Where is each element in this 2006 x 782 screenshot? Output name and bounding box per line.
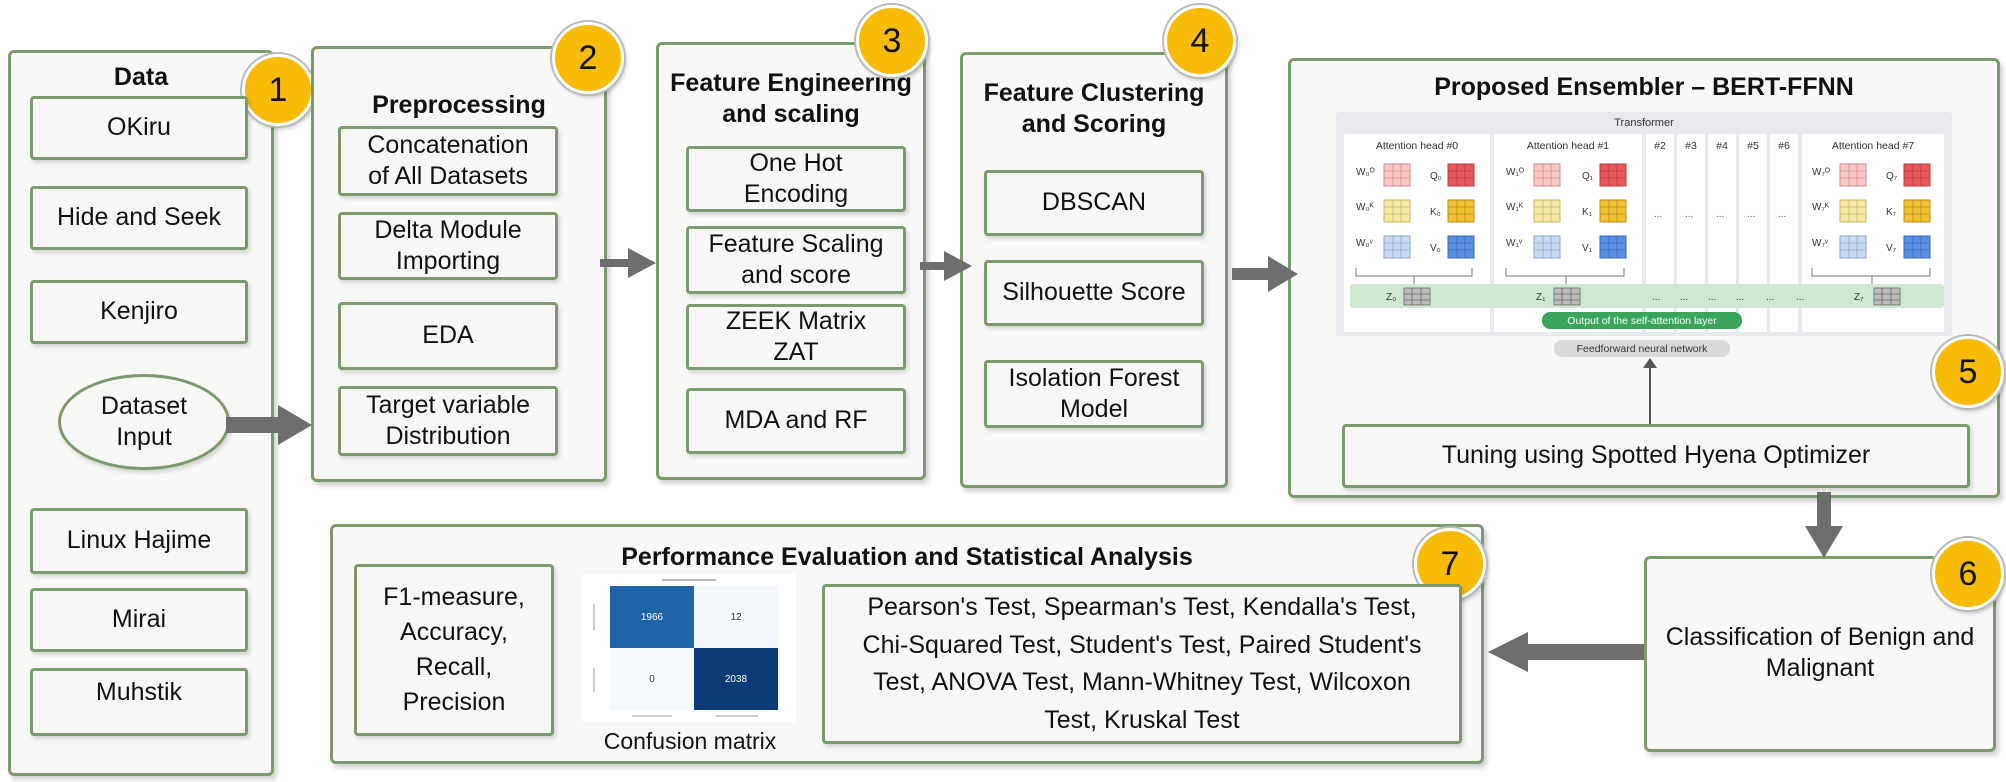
svg-text:W₀ᴷ: W₀ᴷ	[1356, 202, 1375, 213]
svg-text:W₀ᴼ: W₀ᴼ	[1356, 167, 1375, 178]
svg-text:Q₁: Q₁	[1582, 171, 1594, 182]
evaluation-title: Performance Evaluation and Statistical A…	[621, 543, 1193, 571]
preprocessing-item-target-distribution: Target variable Distribution	[338, 386, 558, 456]
svg-text:W₁ᵛ: W₁ᵛ	[1506, 238, 1523, 249]
attention-head-4-label: #4	[1716, 140, 1728, 152]
svg-text:K₇: K₇	[1886, 207, 1897, 218]
data-title: Data	[113, 63, 169, 91]
svg-text:...: ...	[1736, 292, 1744, 303]
svg-text:...: ...	[1654, 209, 1662, 220]
svg-text:W₇ᴷ: W₇ᴷ	[1812, 202, 1830, 213]
feature-engineering-title: Feature Engineering and scaling	[670, 69, 912, 129]
svg-text:Z₀: Z₀	[1386, 292, 1396, 303]
preprocessing-title: Preprocessing	[372, 91, 546, 119]
feature-clustering-title: Feature Clustering and Scoring	[983, 79, 1205, 139]
attention-head-0-label: Attention head #0	[1376, 140, 1458, 152]
arrow-data-to-preprocessing	[226, 405, 312, 445]
attention-head-1-label: Attention head #1	[1527, 140, 1609, 152]
attention-head-3-label: #3	[1685, 140, 1697, 152]
svg-text:V₁: V₁	[1582, 243, 1593, 254]
self-attention-output-label: Output of the self-attention layer	[1567, 315, 1717, 327]
fe-item-feature-scaling: Feature Scaling and score	[686, 226, 906, 294]
step-2-badge: 2	[552, 22, 624, 94]
step-5-badge: 5	[1932, 336, 2004, 408]
preprocessing-item-delta-module: Delta Module Importing	[338, 212, 558, 280]
svg-text:K₁: K₁	[1582, 207, 1593, 218]
arrow-preprocessing-to-fe	[600, 248, 656, 278]
svg-text:...: ...	[1778, 209, 1786, 220]
arrow-classification-to-evaluation	[1488, 632, 1644, 672]
svg-text:...: ...	[1685, 209, 1693, 220]
ffnn-label: Feedforward neural network	[1577, 343, 1708, 355]
step-6-badge: 6	[1932, 538, 2004, 610]
svg-text:W₇ᴼ: W₇ᴼ	[1812, 167, 1830, 178]
confusion-matrix-thumbnail: 1966 12 0 2038	[582, 574, 796, 722]
svg-text:...: ...	[1796, 292, 1804, 303]
fc-item-silhouette: Silhouette Score	[984, 260, 1204, 326]
svg-text:...: ...	[1680, 292, 1688, 303]
arrow-ensembler-to-classification	[1805, 492, 1843, 558]
confusion-matrix-caption: Confusion matrix	[603, 728, 777, 754]
svg-text:Z₇: Z₇	[1854, 292, 1864, 303]
fe-item-mda-rf: MDA and RF	[686, 388, 906, 454]
data-item-linux-hajime: Linux Hajime	[30, 508, 248, 574]
fc-item-dbscan: DBSCAN	[984, 170, 1204, 236]
step-4-badge: 4	[1164, 5, 1236, 77]
svg-text:Q₇: Q₇	[1886, 171, 1898, 182]
attention-head-2-label: #2	[1654, 140, 1666, 152]
cm-cell-fn: 0	[649, 674, 655, 685]
svg-text:W₁ᴷ: W₁ᴷ	[1506, 202, 1524, 213]
svg-text:...: ...	[1652, 292, 1660, 303]
data-item-muhstik: Muhstik	[30, 668, 248, 736]
svg-text:K₀: K₀	[1430, 207, 1441, 218]
svg-text:...: ...	[1708, 292, 1716, 303]
step-1-badge: 1	[242, 54, 314, 126]
svg-text:...: ...	[1716, 209, 1724, 220]
statistical-tests-box: Pearson's Test, Spearman's Test, Kendall…	[822, 584, 1462, 744]
classification-text: Classification of Benign and Malignant	[1665, 622, 1975, 682]
svg-text:Q₀: Q₀	[1430, 171, 1442, 182]
preprocessing-item-concatenation: Concatenation of All Datasets	[338, 126, 558, 196]
cm-cell-fp: 12	[730, 612, 742, 623]
arrow-clustering-to-ensembler	[1232, 256, 1298, 292]
svg-text:...: ...	[1747, 209, 1755, 220]
transformer-label: Transformer	[1614, 117, 1674, 129]
data-item-okiru: OKiru	[30, 96, 248, 160]
fe-item-one-hot: One Hot Encoding	[686, 146, 906, 212]
data-item-mirai: Mirai	[30, 588, 248, 652]
svg-text:V₀: V₀	[1430, 243, 1441, 254]
svg-text:V₇: V₇	[1886, 243, 1897, 254]
svg-text:...: ...	[1766, 292, 1774, 303]
arrow-fe-to-clustering	[920, 251, 972, 281]
attention-head-5-label: #5	[1747, 140, 1759, 152]
transformer-diagram: Transformer Attention head #0 Attention …	[1336, 112, 1952, 357]
data-item-hide-and-seek: Hide and Seek	[30, 186, 248, 250]
svg-text:W₀ᵛ: W₀ᵛ	[1356, 238, 1374, 249]
cm-cell-tp: 1966	[641, 612, 664, 623]
ensembler-title: Proposed Ensembler – BERT-FFNN	[1434, 73, 1854, 101]
step-3-badge: 3	[856, 5, 928, 77]
fc-item-isolation-forest: Isolation Forest Model	[984, 360, 1204, 428]
weight-matrices-head-1: W₁ᴼ Q₁ W₁ᴷ K₁ W₁ᵛ V₁	[1505, 163, 1627, 284]
metrics-box: F1-measure, Accuracy, Recall, Precision	[354, 564, 554, 736]
svg-text:Z₁: Z₁	[1536, 292, 1546, 303]
preprocessing-item-eda: EDA	[338, 302, 558, 370]
fe-item-zeek-matrix: ZEEK Matrix ZAT	[686, 304, 906, 370]
data-item-kenjiro: Kenjiro	[30, 280, 248, 344]
svg-text:W₁ᴼ: W₁ᴼ	[1506, 167, 1524, 178]
tuning-box: Tuning using Spotted Hyena Optimizer	[1342, 424, 1970, 488]
attention-head-6-label: #6	[1778, 140, 1790, 152]
weight-matrices-head-0: W₀ᴼ Q₀ W₀ᴷ K₀ W₀ᵛ V₀	[1355, 163, 1475, 284]
weight-matrices-head-7: W₇ᴼ Q₇ W₇ᴷ K₇ W₇ᵛ V₇	[1811, 163, 1931, 284]
cm-cell-tn: 2038	[725, 674, 748, 685]
tuning-up-arrow	[1643, 358, 1657, 428]
svg-text:W₇ᵛ: W₇ᵛ	[1812, 238, 1829, 249]
attention-head-7-label: Attention head #7	[1832, 140, 1914, 152]
